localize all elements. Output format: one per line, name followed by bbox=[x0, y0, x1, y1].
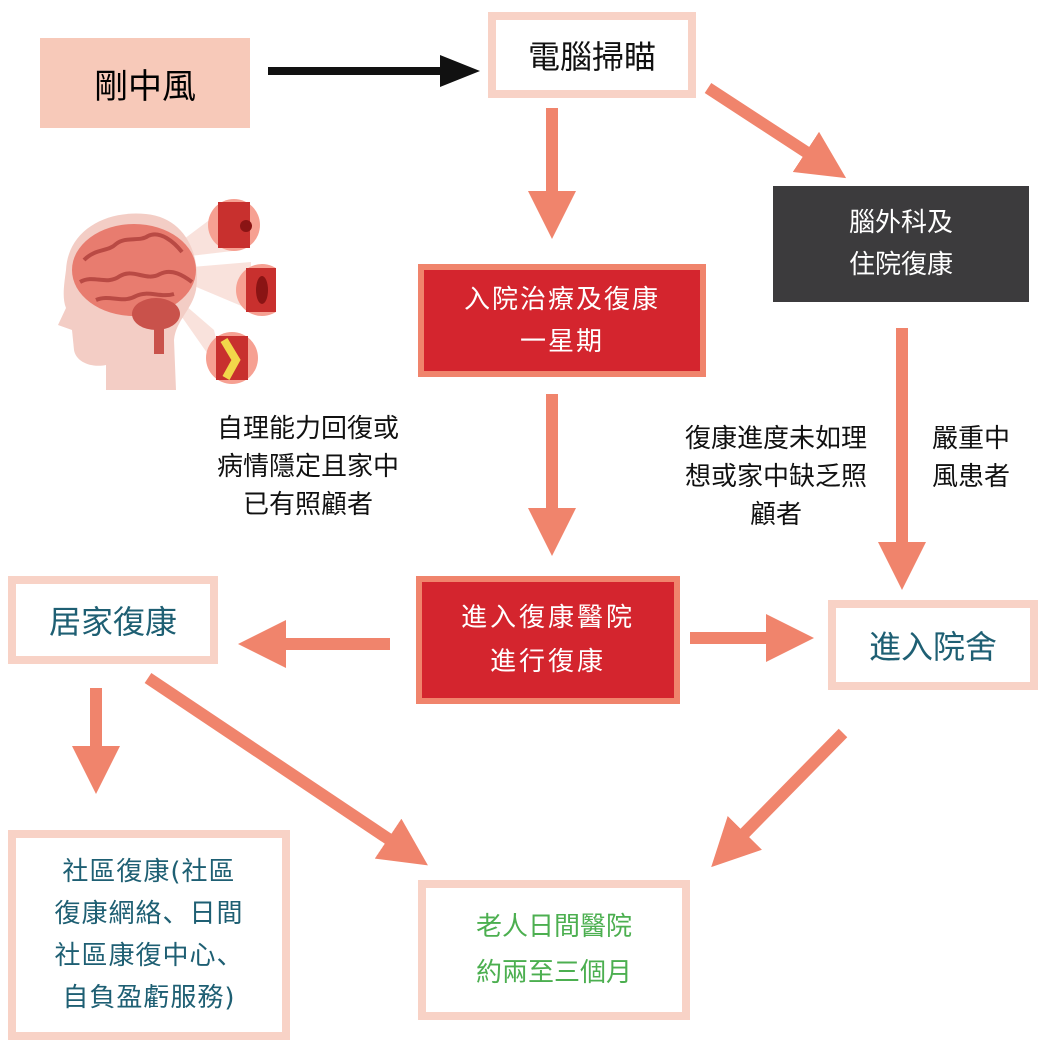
not-ideal-note: 復康進度未如理 想或家中缺乏照 顧者 bbox=[684, 424, 867, 530]
ct-scan-label: 電腦掃瞄 bbox=[527, 38, 656, 76]
stroke-node-label: 剛中風 bbox=[94, 66, 196, 107]
rehab-hospital-label: 進入復康醫院 進行復康 bbox=[460, 603, 635, 677]
home-rehab-node: 居家復康 bbox=[8, 576, 218, 664]
stroke-node: 剛中風 bbox=[40, 38, 250, 128]
arrow-ct-to-neuro bbox=[704, 82, 847, 179]
neurosurgery-label: 腦外科及 住院復康 bbox=[848, 208, 953, 280]
arrow-home-to-dayhospital bbox=[144, 673, 428, 866]
brain-head-icon bbox=[58, 199, 276, 390]
day-hospital-label: 老人日間醫院 約兩至三個月 bbox=[475, 912, 632, 988]
hospital-week-node: 入院治療及復康 一星期 bbox=[418, 264, 706, 377]
home-rehab-label: 居家復康 bbox=[48, 603, 177, 641]
severe-note: 嚴重中 風患者 bbox=[931, 424, 1010, 492]
neurosurgery-node: 腦外科及 住院復康 bbox=[773, 186, 1029, 302]
community-rehab-label: 社區復康(社區 復康網絡、日間 社區康復中心、 自負盈虧服務) bbox=[54, 857, 244, 1013]
ct-scan-node: 電腦掃瞄 bbox=[488, 12, 696, 98]
hospital-week-label: 入院治療及復康 一星期 bbox=[463, 284, 660, 357]
community-rehab-node: 社區復康(社區 復康網絡、日間 社區康復中心、 自負盈虧服務) bbox=[8, 830, 290, 1040]
rehab-hospital-node: 進入復康醫院 進行復康 bbox=[416, 576, 680, 704]
arrow-carehome-to-dayhospital bbox=[711, 728, 848, 868]
care-home-label: 進入院舍 bbox=[868, 628, 997, 666]
self-care-note: 自理能力回復或 病情隱定且家中 已有照顧者 bbox=[216, 414, 399, 520]
day-hospital-node: 老人日間醫院 約兩至三個月 bbox=[418, 880, 690, 1020]
care-home-node: 進入院舍 bbox=[828, 600, 1038, 690]
